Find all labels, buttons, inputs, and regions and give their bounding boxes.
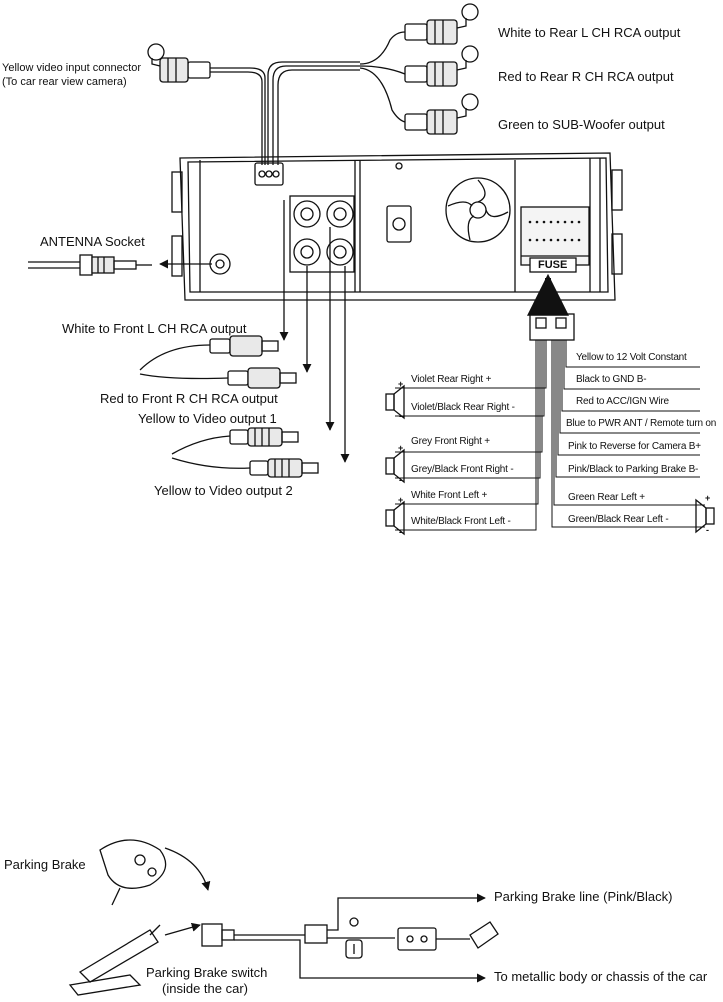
label-video-input: Yellow video input connector: [2, 62, 142, 74]
polarity-minus-4: -: [706, 525, 709, 535]
antenna-plug: [28, 254, 152, 276]
polarity-minus-1: -: [399, 411, 402, 421]
label-pink-black-brake: Pink/Black to Parking Brake B-: [568, 464, 699, 475]
label-chassis: To metallic body or chassis of the car: [494, 969, 708, 984]
label-grey-pos: Grey Front Right +: [411, 436, 490, 447]
label-violet-neg: Violet/Black Rear Right -: [411, 402, 515, 413]
label-red-rear-r: Red to Rear R CH RCA output: [498, 69, 674, 84]
antenna-socket: [159, 253, 231, 275]
harness-wires: [395, 340, 705, 531]
label-violet-pos: Violet Rear Right +: [411, 374, 492, 385]
label-antenna-socket: ANTENNA Socket: [40, 234, 145, 249]
parking-line-wiring: [304, 893, 499, 959]
speaker-rear-right: [385, 384, 405, 420]
label-black-gnd: Black to GND B-: [576, 374, 647, 385]
label-parking-switch: Parking Brake switch: [146, 965, 268, 980]
speaker-rear-left: [695, 498, 715, 534]
speaker-front-left: [385, 500, 405, 536]
video-out-cables: [171, 427, 319, 478]
label-pink-reverse: Pink to Reverse for Camera B+: [568, 441, 701, 452]
label-parking-line: Parking Brake line (Pink/Black): [494, 889, 673, 904]
polarity-minus-3: -: [399, 527, 402, 537]
label-green-pos: Green Rear Left +: [568, 492, 645, 503]
rca-connector-green: [404, 93, 479, 135]
iso-connector-pins: [528, 220, 581, 242]
label-green-sub: Green to SUB-Woofer output: [498, 117, 665, 132]
label-grey-neg: Grey/Black Front Right -: [411, 464, 514, 475]
label-white-pos: White Front Left +: [411, 490, 488, 501]
front-rca-cables: [139, 335, 297, 389]
jack-arrows: [279, 200, 350, 463]
polarity-plus-1: +: [398, 379, 404, 389]
parking-brake-switch: [201, 923, 486, 983]
label-green-neg: Green/Black Rear Left -: [568, 514, 669, 525]
label-video-input-note: (To car rear view camera): [2, 76, 127, 88]
polarity-plus-3: +: [398, 495, 404, 505]
label-red-acc: Red to ACC/IGN Wire: [576, 396, 669, 407]
handbrake-lever: [68, 922, 201, 996]
label-video-out-1: Yellow to Video output 1: [138, 411, 277, 426]
polarity-minus-2: -: [399, 475, 402, 485]
label-fuse: FUSE: [538, 259, 568, 271]
label-red-front-r: Red to Front R CH RCA output: [100, 391, 278, 406]
rear-rca-cables: [210, 31, 406, 165]
rca-connector-red: [404, 45, 479, 87]
label-white-front-l: White to Front L CH RCA output: [62, 321, 247, 336]
harness-plug: [527, 273, 575, 341]
polarity-plus-4: +: [705, 493, 711, 503]
label-yellow-12v: Yellow to 12 Volt Constant: [576, 352, 687, 363]
polarity-plus-2: +: [398, 443, 404, 453]
label-parking-brake: Parking Brake: [4, 857, 86, 872]
video-input-connector: [147, 43, 211, 83]
parking-brake-lever: [99, 839, 211, 906]
label-white-rear-l: White to Rear L CH RCA output: [498, 25, 681, 40]
label-video-out-2: Yellow to Video output 2: [154, 483, 293, 498]
speaker-front-right: [385, 448, 405, 484]
label-blue-remote: Blue to PWR ANT / Remote turn on: [566, 418, 717, 429]
head-unit-chassis: [171, 152, 623, 301]
label-white-neg: White/Black Front Left -: [411, 516, 511, 527]
unit-rca-jacks: [289, 195, 355, 273]
label-parking-switch-note: (inside the car): [162, 981, 248, 996]
rca-connector-white: [404, 3, 479, 45]
